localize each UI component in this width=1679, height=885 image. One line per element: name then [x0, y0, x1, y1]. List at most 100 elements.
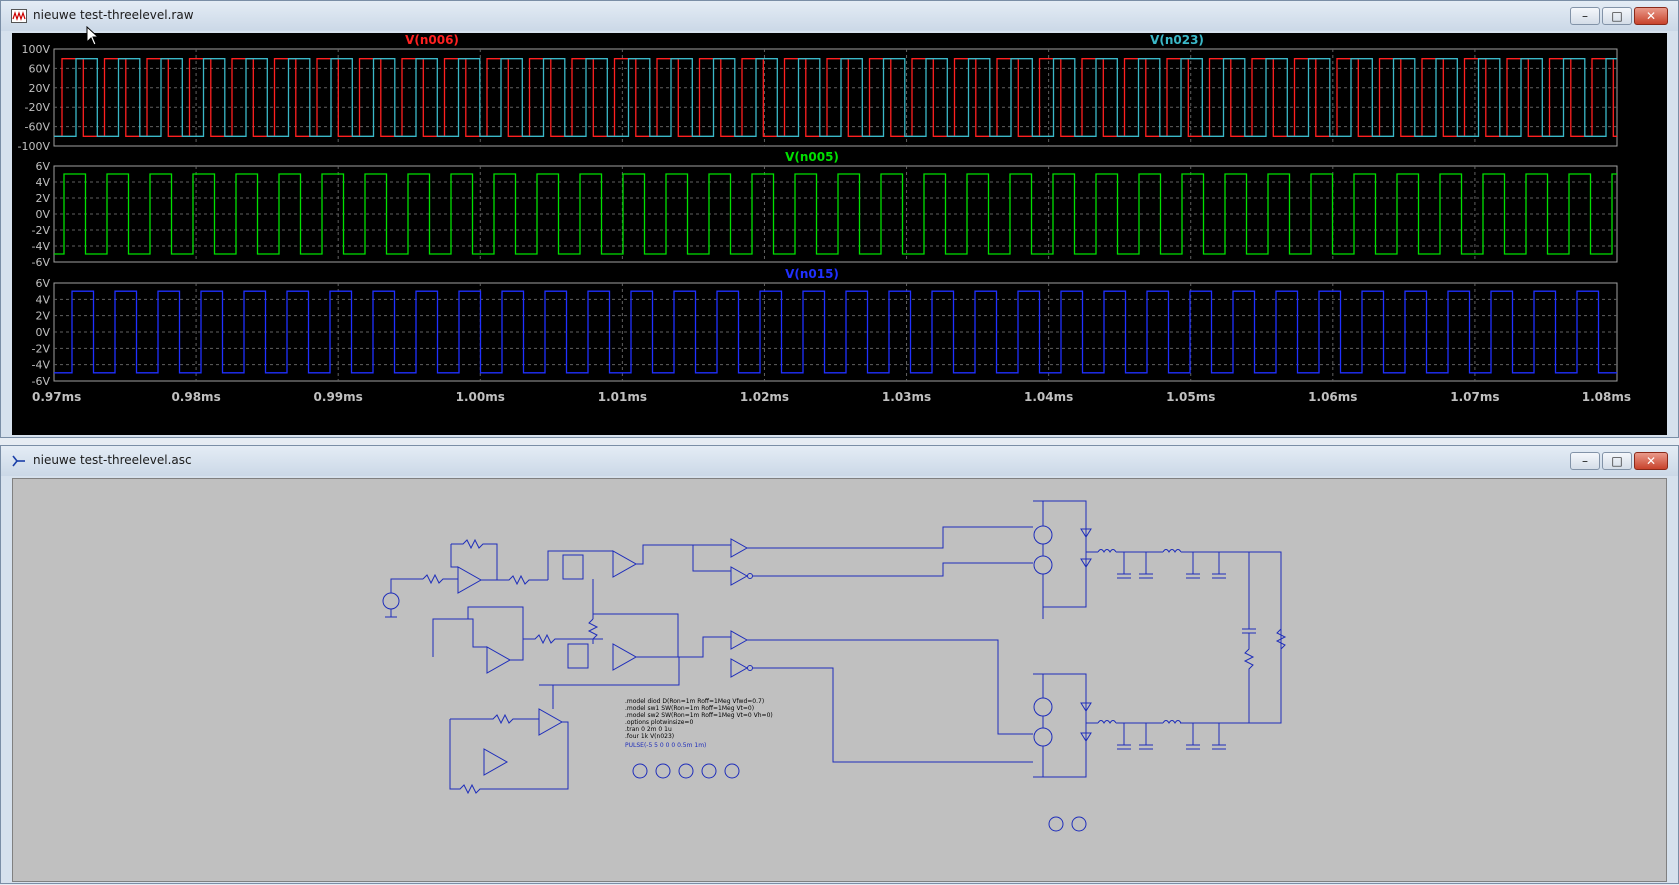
- comparator-icon: [730, 566, 749, 586]
- spice-directives[interactable]: .model diod D(Ron=1m Roff=1Meg Vfwd=0.7)…: [625, 698, 773, 749]
- minimize-button[interactable]: –: [1570, 7, 1600, 25]
- opamp-icon: [486, 646, 512, 674]
- schematic-drawing[interactable]: .model diod D(Ron=1m Roff=1Meg Vfwd=0.7)…: [13, 479, 1666, 881]
- spice-directive[interactable]: .model sw2 SW(Ron=1m Roff=1Meg Vt=0 Vh=0…: [625, 712, 773, 719]
- minimize-button[interactable]: –: [1570, 452, 1600, 470]
- x-tick-label: 1.05ms: [1166, 390, 1215, 404]
- x-tick-label: 1.08ms: [1582, 390, 1631, 404]
- x-tick-label: 1.06ms: [1308, 390, 1357, 404]
- opamp-icon: [538, 708, 564, 736]
- y-tick-label: 2V: [35, 192, 50, 205]
- y-tick-label: -20V: [25, 101, 51, 114]
- comparator-icon: [730, 538, 749, 558]
- voltage-source-icon: [632, 763, 648, 779]
- y-tick-label: 60V: [28, 62, 50, 75]
- voltage-source-icon: [678, 763, 694, 779]
- y-tick-label: 6V: [35, 277, 50, 290]
- x-tick-label: 1.03ms: [882, 390, 931, 404]
- y-tick-label: 2V: [35, 310, 50, 323]
- voltage-source-icon: [701, 763, 717, 779]
- trace-label-v-n015[interactable]: V(n015): [785, 267, 839, 281]
- y-tick-label: 6V: [35, 160, 50, 173]
- switch-icon: [1033, 727, 1053, 747]
- diode-icon: [1080, 528, 1092, 538]
- spice-directive[interactable]: .four 1k V(n023): [625, 733, 674, 740]
- waveform-window-title: nieuwe test-threelevel.raw: [33, 8, 194, 22]
- spice-directive[interactable]: .model sw1 SW(Ron=1m Roff=1Meg Vt=0): [625, 705, 754, 712]
- waveform-plot[interactable]: 100V 60V 20V -20V -60V -100V V(n006) V(n023) 6V 4…: [12, 33, 1667, 435]
- minimize-icon: –: [1582, 9, 1588, 23]
- schematic-canvas[interactable]: .model diod D(Ron=1m Roff=1Meg Vfwd=0.7)…: [12, 478, 1667, 882]
- plot-pane-frame[interactable]: [53, 48, 1618, 147]
- y-tick-label: -6V: [32, 375, 51, 388]
- x-tick-label: 0.97ms: [32, 390, 81, 404]
- close-button[interactable]: ✕: [1634, 7, 1668, 25]
- voltage-source-icon: [1048, 816, 1064, 832]
- minimize-icon: –: [1582, 454, 1588, 468]
- voltage-source-icon: [655, 763, 671, 779]
- voltage-source-icon[interactable]: [382, 592, 400, 618]
- spice-directive[interactable]: .tran 0 2m 0 1u: [625, 726, 672, 733]
- diode-icon: [1080, 732, 1092, 742]
- x-tick-label: 1.01ms: [598, 390, 647, 404]
- opamp-icon: [483, 748, 509, 776]
- spice-directive[interactable]: PULSE(-5 5 0 0 0 0.5m 1m): [625, 742, 706, 749]
- diode-icon: [1080, 558, 1092, 568]
- maximize-button[interactable]: □: [1602, 452, 1632, 470]
- schematic-window[interactable]: nieuwe test-threelevel.asc – □ ✕: [0, 445, 1679, 884]
- inductor-icon: [1162, 549, 1182, 553]
- comparator-icon: [730, 658, 749, 678]
- schematic-window-title: nieuwe test-threelevel.asc: [33, 453, 192, 467]
- x-tick-label: 0.99ms: [314, 390, 363, 404]
- opamp-icon: [612, 550, 638, 578]
- y-tick-label: 100V: [21, 43, 50, 56]
- y-tick-label: -4V: [32, 240, 51, 253]
- comparator-icon: [730, 630, 749, 650]
- y-tick-label: 0V: [35, 326, 50, 339]
- y-tick-label: 0V: [35, 208, 50, 221]
- x-tick-label: 0.98ms: [171, 390, 220, 404]
- spice-directive[interactable]: .options plotwinsize=0: [625, 719, 693, 726]
- trace-label-v-n005[interactable]: V(n005): [785, 150, 839, 164]
- mouse-cursor-icon: [86, 26, 100, 46]
- trace-v-n005[interactable]: [54, 173, 1617, 255]
- spice-directive[interactable]: .model diod D(Ron=1m Roff=1Meg Vfwd=0.7): [625, 698, 764, 705]
- schematic-app-icon: [12, 455, 25, 467]
- switch-icon: [1033, 555, 1053, 575]
- trace-label-v-n023[interactable]: V(n023): [1150, 33, 1204, 47]
- x-tick-label: 1.02ms: [740, 390, 789, 404]
- opamp-icon: [457, 566, 483, 594]
- close-icon: ✕: [1645, 9, 1657, 23]
- y-tick-label: 4V: [35, 176, 50, 189]
- y-tick-label: 20V: [28, 82, 50, 95]
- waveform-title-bar[interactable]: nieuwe test-threelevel.raw – □ ✕: [1, 1, 1678, 31]
- maximize-button[interactable]: □: [1602, 7, 1632, 25]
- x-tick-label: 1.04ms: [1024, 390, 1073, 404]
- inductor-icon: [1162, 720, 1182, 724]
- y-tick-label: -4V: [32, 359, 51, 372]
- trace-v-n015[interactable]: [54, 290, 1617, 374]
- trace-label-v-n006[interactable]: V(n006): [405, 33, 459, 47]
- y-tick-label: -100V: [18, 140, 51, 153]
- voltage-source-icon: [724, 763, 740, 779]
- waveform-plot-area[interactable]: 100V 60V 20V -20V -60V -100V V(n006) V(n023) 6V 4…: [12, 33, 1667, 435]
- trace-v-n023[interactable]: [54, 58, 1617, 137]
- switch-icon: [1033, 697, 1053, 717]
- x-tick-label: 1.07ms: [1450, 390, 1499, 404]
- close-icon: ✕: [1645, 454, 1657, 468]
- schematic-title-bar[interactable]: nieuwe test-threelevel.asc – □ ✕: [1, 446, 1678, 476]
- maximize-icon: □: [1611, 9, 1623, 23]
- y-tick-label: -60V: [25, 121, 51, 134]
- maximize-icon: □: [1611, 454, 1623, 468]
- y-tick-label: -2V: [32, 342, 51, 355]
- waveform-app-icon: [11, 9, 27, 23]
- y-tick-label: -6V: [32, 256, 51, 269]
- inductor-icon: [1097, 549, 1117, 553]
- switch-icon: [1033, 525, 1053, 545]
- x-tick-label: 1.00ms: [456, 390, 505, 404]
- close-button[interactable]: ✕: [1634, 452, 1668, 470]
- inductor-icon: [1097, 720, 1117, 724]
- y-tick-label: 4V: [35, 293, 50, 306]
- y-tick-label: -2V: [32, 224, 51, 237]
- waveform-window[interactable]: nieuwe test-threelevel.raw – □ ✕ 100V 60V…: [0, 0, 1679, 438]
